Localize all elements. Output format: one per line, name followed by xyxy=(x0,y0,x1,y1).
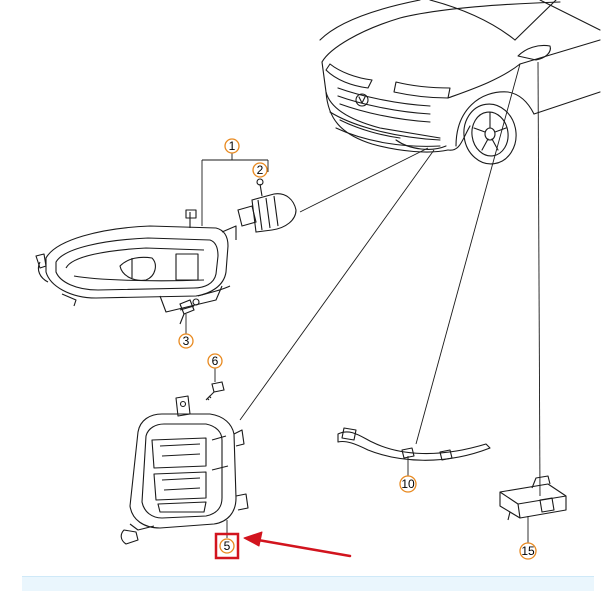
arrow-icon xyxy=(243,531,352,558)
bulb-part xyxy=(237,178,297,233)
fog-lamp-part-5 xyxy=(120,395,249,545)
callout-5: 5 xyxy=(219,538,235,554)
callout-2-label: 2 xyxy=(257,163,264,177)
bracket-part-15 xyxy=(499,475,567,521)
callout-1: 1 xyxy=(224,138,240,154)
callout-6: 6 xyxy=(207,353,223,369)
callout-6-label: 6 xyxy=(212,354,219,368)
highlight-annotation xyxy=(214,531,352,560)
callout-10: 10 xyxy=(399,475,417,493)
callout-5-label: 5 xyxy=(224,539,231,553)
callout-10-label: 10 xyxy=(401,477,415,491)
fog-light-housing xyxy=(35,209,237,313)
callout-1-label: 1 xyxy=(229,139,236,153)
callout-15: 15 xyxy=(519,542,537,560)
highlight-box xyxy=(214,532,240,560)
screw-part-3 xyxy=(179,299,195,325)
screw-part-6 xyxy=(205,381,225,401)
leader-lines xyxy=(185,61,541,544)
bottom-info-strip xyxy=(22,576,594,591)
callout-2: 2 xyxy=(252,162,268,178)
callouts: 1 2 3 6 5 10 15 xyxy=(178,138,537,560)
callout-3-label: 3 xyxy=(183,334,190,348)
trim-strip-part-10 xyxy=(337,427,491,461)
car-illustration xyxy=(319,0,601,165)
callout-15-label: 15 xyxy=(521,544,535,558)
callout-3: 3 xyxy=(178,333,194,349)
